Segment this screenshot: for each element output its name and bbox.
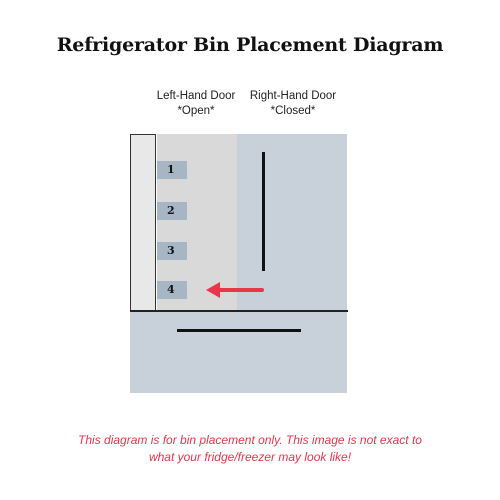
left-door-name: Left-Hand Door (156, 90, 236, 102)
right-door-closed (237, 134, 347, 311)
bin-3: 3 (157, 242, 187, 260)
arrow-head (206, 282, 220, 298)
disclaimer-note: This diagram is for bin placement only. … (40, 432, 460, 466)
arrow-left-icon (206, 282, 264, 298)
fridge-freezer-divider (130, 310, 348, 312)
left-door-label: Left-Hand Door *Open* (146, 89, 246, 119)
right-door-state: *Closed* (270, 105, 316, 117)
disclaimer-line-1: This diagram is for bin placement only. … (78, 433, 422, 447)
disclaimer-line-2: what your fridge/freezer may look like! (148, 450, 352, 464)
right-door-name: Right-Hand Door (249, 90, 337, 102)
freezer-drawer (130, 312, 347, 393)
bin-1: 1 (157, 161, 187, 179)
left-door-open-panel (130, 134, 156, 311)
diagram-title: Refrigerator Bin Placement Diagram (56, 34, 444, 56)
bin-2: 2 (157, 202, 187, 220)
left-door-state: *Open* (177, 105, 215, 117)
bin-4: 4 (157, 281, 187, 299)
right-door-handle (262, 152, 265, 271)
freezer-handle (177, 329, 301, 332)
right-door-label: Right-Hand Door *Closed* (243, 89, 343, 119)
